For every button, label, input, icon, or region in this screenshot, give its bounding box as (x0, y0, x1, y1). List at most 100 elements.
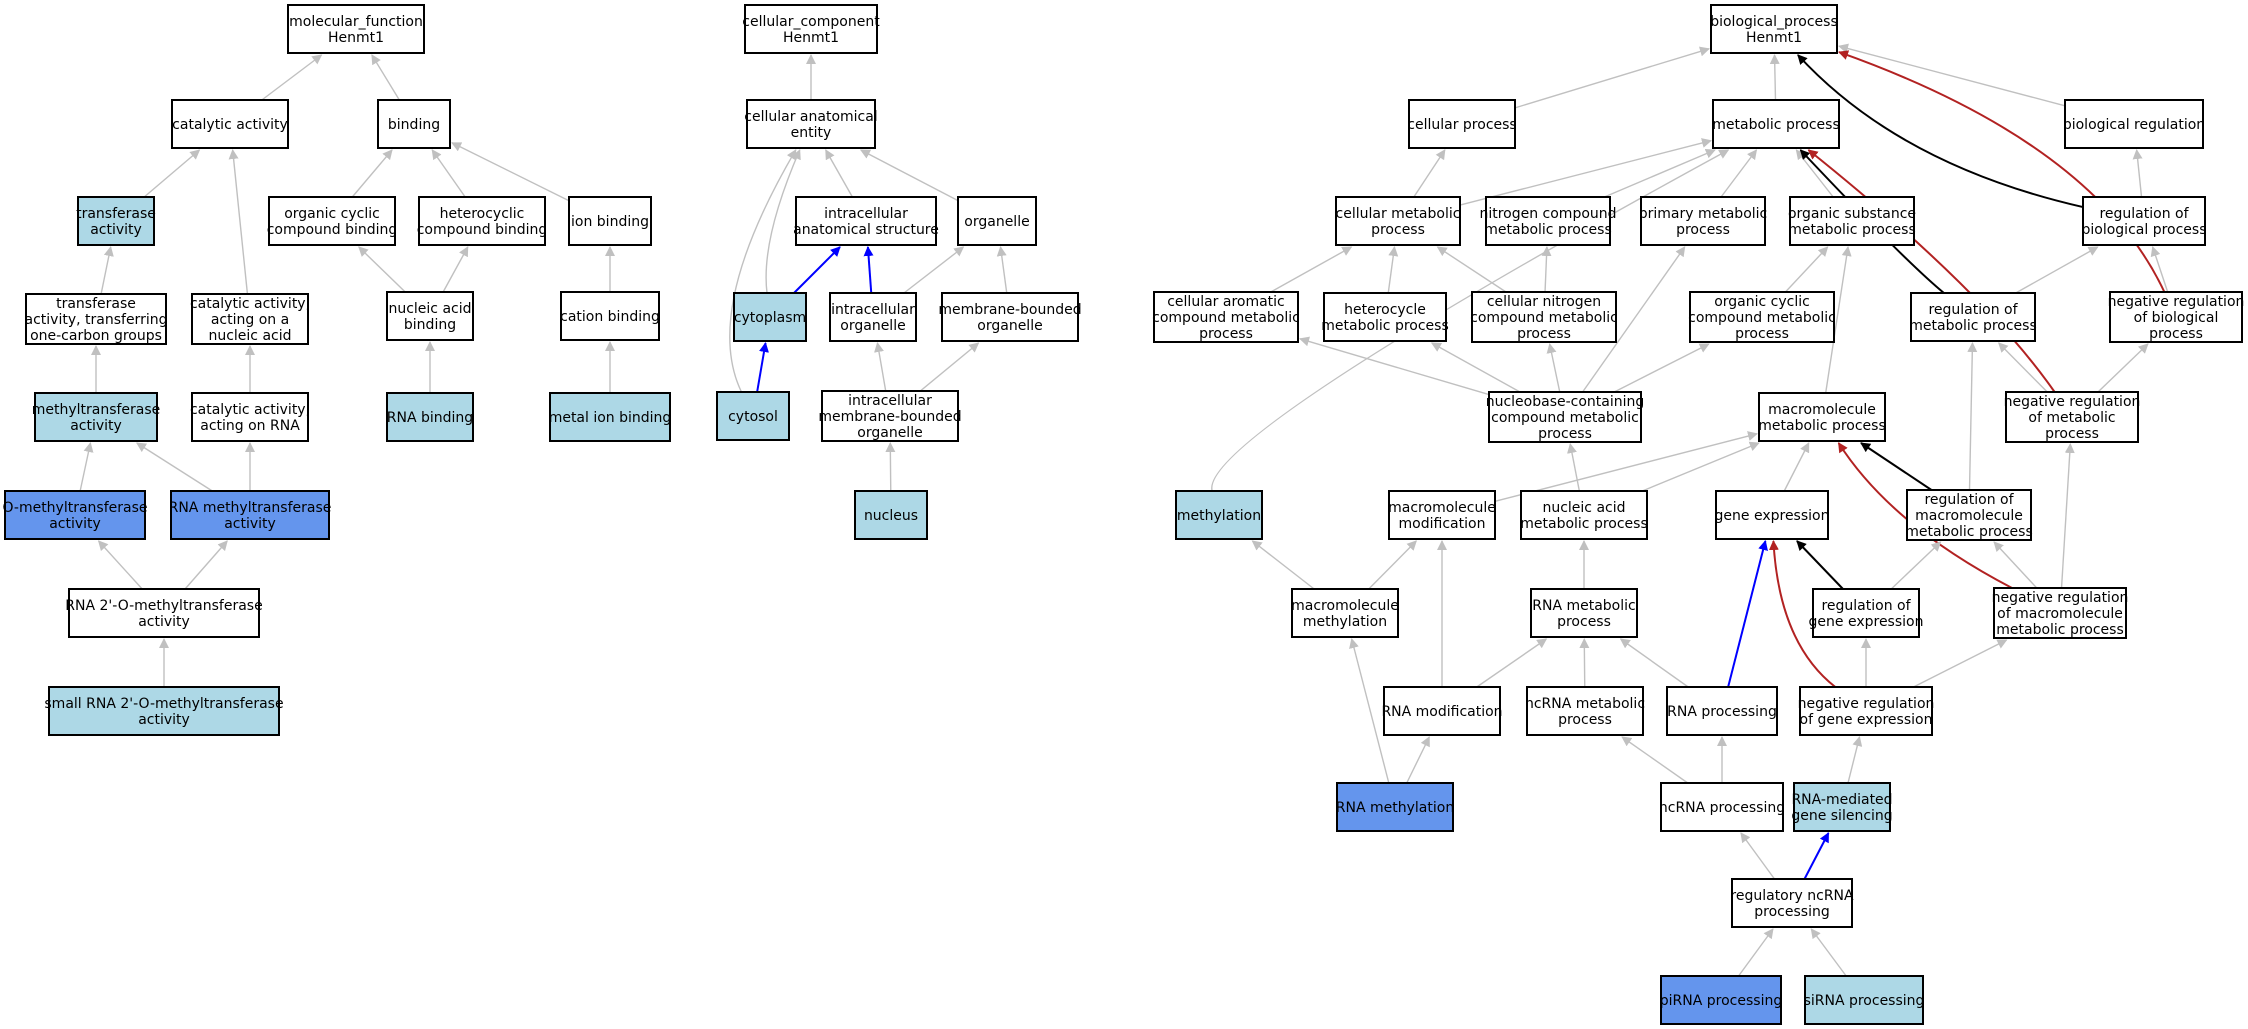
node-metalbind[interactable]: metal ion binding (549, 392, 672, 442)
node-box (1715, 490, 1829, 540)
edge-namet-to-macromet (1642, 441, 1760, 492)
node-rnamod[interactable]: RNA modification (1381, 686, 1503, 736)
node-catalytic[interactable]: catalytic activity (171, 99, 289, 149)
node-box (418, 196, 546, 246)
node-label: Henmt1 (783, 30, 839, 46)
node-label: macromolecule (1388, 500, 1496, 516)
edge-cellmet-to-metproc (1459, 138, 1712, 206)
node-label: membrane-bounded (938, 302, 1081, 318)
node-label: RNA modification (1381, 704, 1502, 720)
edge-rnaproc-to-rnamet (1619, 638, 1689, 688)
node-cytosol[interactable]: cytosol (716, 391, 790, 441)
node-catrna[interactable]: catalytic activity,acting on RNA (190, 392, 310, 442)
node-label: entity (791, 125, 832, 141)
node-box (1910, 292, 2036, 342)
node-cellproc[interactable]: cellular process (1407, 99, 1517, 149)
node-box (2064, 99, 2204, 149)
node-metproc[interactable]: metabolic process (1712, 99, 1840, 149)
edge-negregbio-to-regbio (2150, 246, 2169, 293)
edge-reggene-to-geneexp (1796, 540, 1844, 590)
node-cationbind[interactable]: cation binding (560, 291, 660, 341)
node-box (1323, 292, 1447, 342)
node-label: macromolecule (1915, 508, 2023, 524)
node-organelle[interactable]: organelle (957, 196, 1037, 246)
node-box (1388, 490, 1496, 540)
node-rnabind[interactable]: RNA binding (386, 392, 474, 442)
node-label: process (1199, 326, 1253, 342)
edge-ncrnaproc-to-ncrnamet (1621, 736, 1689, 784)
node-rnamethylation[interactable]: RNA methylation (1336, 782, 1454, 832)
node-label: acting on a (211, 312, 289, 328)
node-label: catalytic activity, (190, 296, 310, 312)
node-nucleus[interactable]: nucleus (854, 490, 928, 540)
node-box (287, 4, 425, 54)
node-label: cellular anatomical (744, 109, 877, 125)
node-geneexp[interactable]: gene expression (1715, 490, 1830, 540)
edge-negregbio-to-bp (1838, 50, 2166, 293)
node-label: of macromolecule (1997, 606, 2123, 622)
node-methylation[interactable]: methylation (1175, 490, 1263, 540)
node-label: organelle (857, 425, 922, 441)
edge-cytoplasm-to-icas (793, 246, 841, 294)
node-rnaproc[interactable]: RNA processing (1666, 686, 1778, 736)
node-ionbind[interactable]: ion binding (568, 196, 652, 246)
node-bioreg[interactable]: biological regulation (2063, 99, 2205, 149)
node-ncrnaproc[interactable]: ncRNA processing (1659, 782, 1785, 832)
edge-rnaproc-to-geneexp (1727, 540, 1768, 688)
node-label: compound binding (417, 222, 548, 238)
node-cytoplasm[interactable]: cytoplasm (733, 292, 807, 342)
node-binding[interactable]: binding (377, 99, 451, 149)
edge-rnamethyl-to-methyltrans (136, 442, 213, 492)
node-sirna[interactable]: siRNA processing (1804, 975, 1925, 1025)
node-pirna[interactable]: piRNA processing (1660, 975, 1782, 1025)
node-label: metabolic process (1321, 318, 1449, 334)
node-box (77, 196, 155, 246)
node-label: metabolic process (1520, 516, 1648, 532)
node-label: heterocyclic (440, 206, 525, 222)
